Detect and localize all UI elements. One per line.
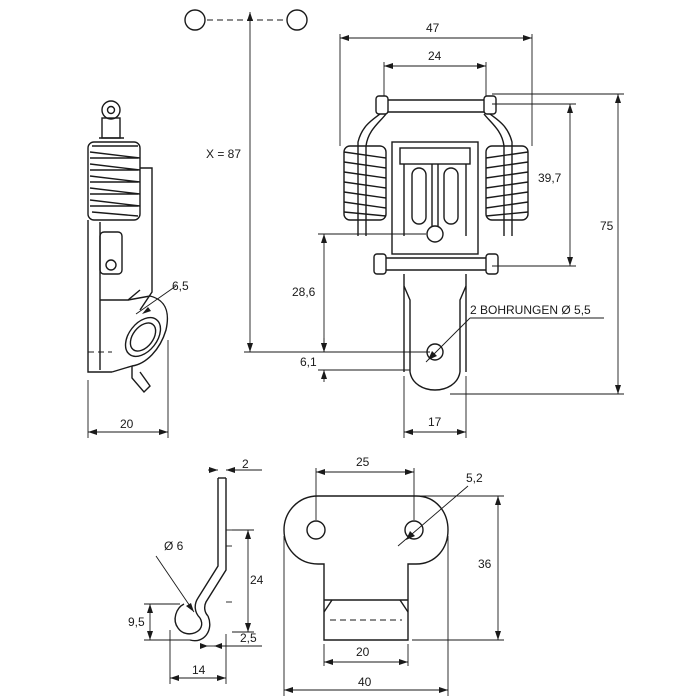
dim-label-75: 75 — [600, 219, 614, 233]
dimension-x-87: X = 87 — [206, 12, 430, 353]
dimension-14: 14 — [169, 630, 227, 684]
dimension-24-top: 24 — [383, 49, 487, 96]
dimension-9-5: 9,5 — [128, 603, 190, 641]
dim-label-2: 2 — [242, 457, 249, 471]
dim-label-dia-6: Ø 6 — [164, 539, 184, 553]
dim-label-5-2: 5,2 — [466, 471, 483, 485]
dim-label-25: 25 — [356, 455, 370, 469]
dim-label-17: 17 — [428, 415, 442, 429]
dimension-75: 75 — [450, 93, 624, 395]
dimension-20-side: 20 — [87, 340, 169, 438]
dim-label-24-top: 24 — [428, 49, 442, 63]
dim-label-14: 14 — [192, 663, 206, 677]
hook-plate-front-view — [283, 495, 449, 641]
dimension-2: 2 — [208, 457, 262, 473]
dimension-24-hook: 24 — [232, 529, 264, 633]
dimension-2-5: 2,5 — [200, 631, 262, 649]
dim-label-47: 47 — [426, 21, 440, 35]
dimension-6-5: 6,5 — [135, 279, 189, 315]
dimension-40: 40 — [283, 536, 449, 696]
dim-label-24-hook: 24 — [250, 573, 264, 587]
dim-label-holes: 2 BOHRUNGEN Ø 5,5 — [470, 303, 591, 317]
reference-circles — [184, 9, 308, 31]
dim-label-x-87: X = 87 — [206, 147, 241, 161]
dim-label-39-7: 39,7 — [538, 171, 562, 185]
dimension-36: 36 — [412, 495, 504, 641]
dim-label-28-6: 28,6 — [292, 285, 316, 299]
dimension-dia-6: Ø 6 — [155, 539, 195, 613]
dim-label-20-plate: 20 — [356, 645, 370, 659]
dim-label-6-5: 6,5 — [172, 279, 189, 293]
dim-label-20-side: 20 — [120, 417, 134, 431]
dim-label-2-5: 2,5 — [240, 631, 257, 645]
latch-front-view — [343, 95, 529, 391]
hook-side-view — [174, 477, 236, 642]
dim-label-36: 36 — [478, 557, 492, 571]
dimension-25: 25 — [315, 455, 415, 520]
holes-note: 2 BOHRUNGEN Ø 5,5 — [425, 303, 604, 363]
dim-label-9-5: 9,5 — [128, 615, 145, 629]
dimension-39-7: 39,7 — [492, 103, 576, 267]
dimension-28-6: 28,6 — [292, 233, 426, 352]
dimension-6-1: 6,1 — [300, 338, 410, 382]
latch-side-view — [87, 100, 169, 394]
dimension-20-plate: 20 — [323, 644, 409, 666]
dimension-47: 47 — [339, 21, 533, 146]
dimension-17: 17 — [403, 376, 467, 438]
dim-label-6-1: 6,1 — [300, 355, 317, 369]
dim-label-40: 40 — [358, 675, 372, 689]
